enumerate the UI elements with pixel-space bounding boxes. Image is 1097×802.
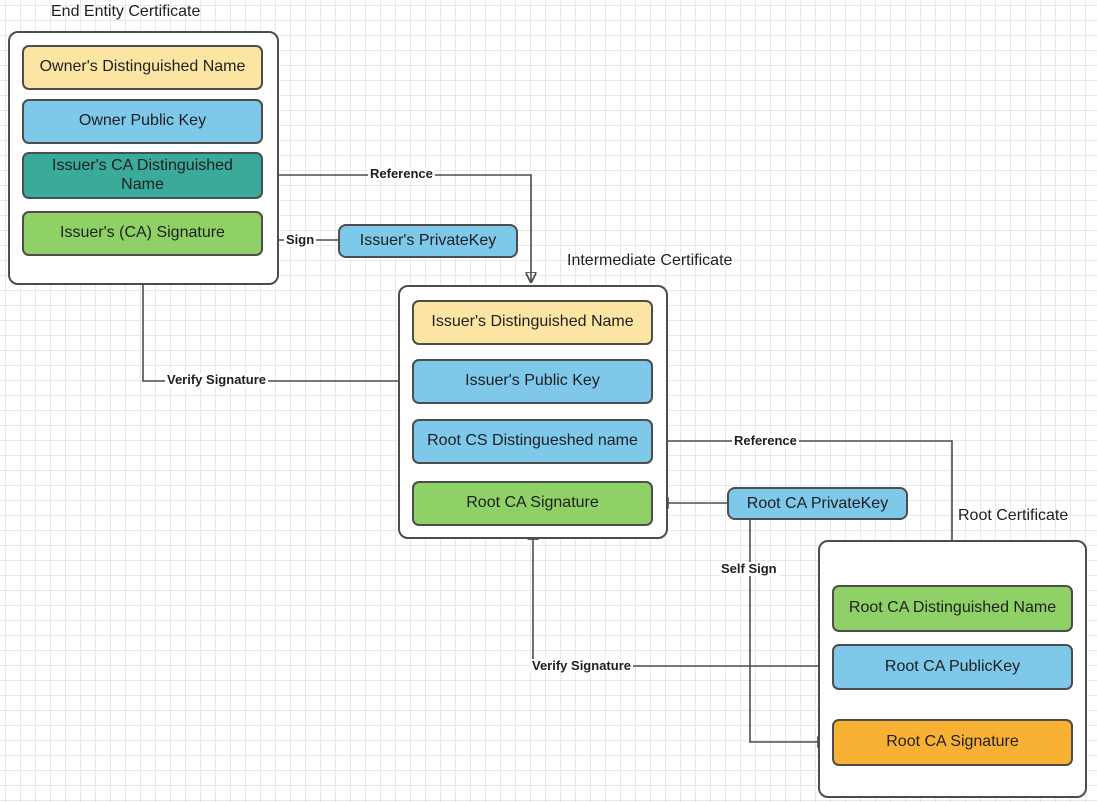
field-issuer-ca-signature[interactable]: Issuer's (CA) Signature (22, 211, 263, 256)
edge-label-self-sign: Self Sign (719, 561, 779, 576)
title-end-entity-certificate: End Entity Certificate (51, 3, 201, 20)
field-intermediate-root-ca-signature[interactable]: Root CA Signature (412, 481, 653, 526)
field-root-ca-signature[interactable]: Root CA Signature (832, 719, 1073, 766)
field-owner-public-key[interactable]: Owner Public Key (22, 99, 263, 144)
title-root-certificate: Root Certificate (958, 507, 1069, 524)
field-root-cs-distingueshed-name[interactable]: Root CS Distingueshed name (412, 419, 653, 464)
edge-label-sign: Sign (284, 232, 317, 247)
field-issuer-public-key[interactable]: Issuer's Public Key (412, 359, 653, 404)
field-issuer-ca-distinguished-name[interactable]: Issuer's CA Distinguished Name (22, 152, 263, 199)
edge-label-reference-top: Reference (368, 166, 435, 181)
edge-label-reference-bottom: Reference (732, 433, 799, 448)
key-root-ca-privatekey[interactable]: Root CA PrivateKey (727, 487, 908, 520)
field-issuer-distinguished-name[interactable]: Issuer's Distinguished Name (412, 300, 653, 345)
edge-self-sign-root (749, 519, 827, 742)
key-issuers-privatekey[interactable]: Issuer's PrivateKey (338, 224, 518, 258)
title-intermediate-certificate: Intermediate Certificate (567, 252, 733, 269)
field-root-ca-publickey[interactable]: Root CA PublicKey (832, 644, 1073, 690)
edge-label-verify-signature-top: Verify Signature (165, 372, 268, 387)
field-root-ca-distinguished-name[interactable]: Root CA Distinguished Name (832, 585, 1073, 632)
edge-verify-signature-intermediate (533, 530, 832, 667)
field-owner-distinguished-name[interactable]: Owner's Distinguished Name (22, 45, 263, 90)
edge-label-verify-signature-bottom: Verify Signature (530, 658, 633, 673)
